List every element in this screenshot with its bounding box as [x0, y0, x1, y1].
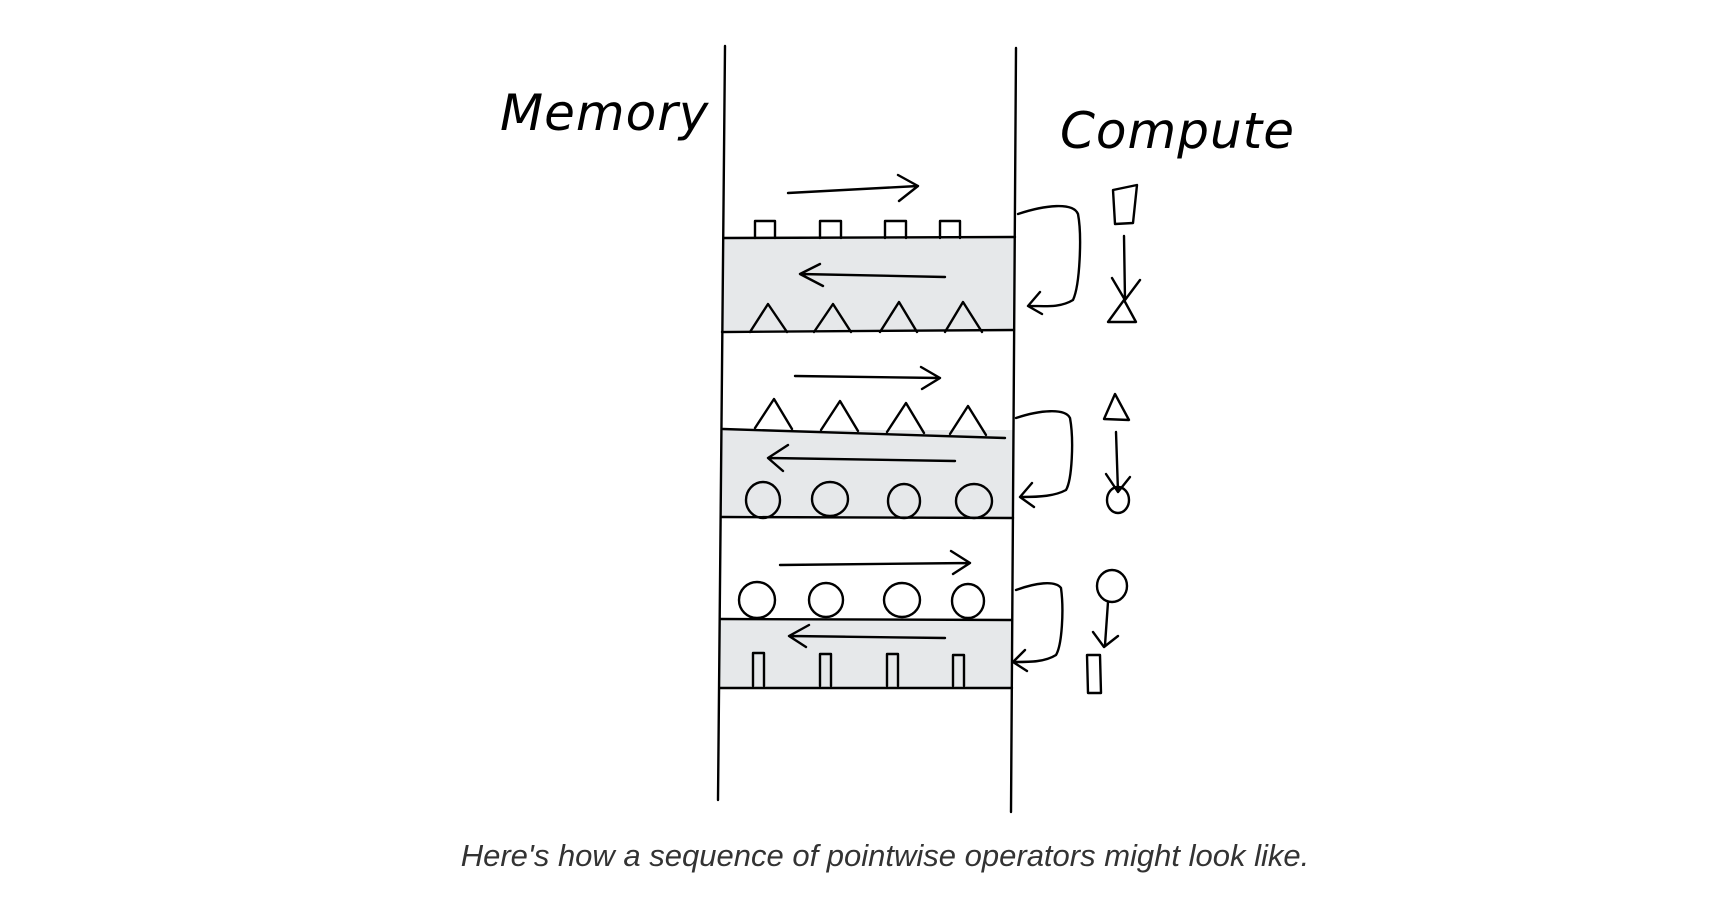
circle-item — [810, 480, 850, 518]
circle-icon — [1095, 568, 1129, 604]
write-arrow — [787, 623, 947, 649]
compute-boundary-line — [1009, 46, 1018, 814]
figure-caption: Here's how a sequence of pointwise opera… — [460, 838, 1310, 873]
circle-item — [954, 482, 994, 520]
triangle-item — [753, 397, 794, 431]
memory-compute-boundaries — [716, 44, 1018, 814]
write-arrow — [798, 262, 947, 288]
square-item — [753, 219, 777, 240]
compute-unit — [1106, 183, 1142, 324]
pointwise-operators-diagram: Memory Compute — [500, 44, 1295, 814]
stage-1 — [748, 173, 1142, 334]
down-arrow-icon — [1110, 234, 1142, 302]
circle-items — [744, 480, 994, 520]
triangle-items — [753, 397, 988, 437]
square-item — [938, 219, 962, 240]
triangle-items — [748, 300, 984, 334]
down-arrow-icon — [1104, 430, 1132, 494]
triangle-item — [812, 302, 853, 334]
circle-item — [807, 581, 845, 619]
circle-item — [744, 480, 782, 520]
square-items — [753, 219, 962, 240]
compute-unit — [1085, 568, 1129, 695]
stage-2 — [744, 365, 1132, 520]
circle-item — [886, 482, 922, 520]
row-line — [722, 235, 1017, 240]
circle-item — [882, 581, 922, 619]
bar-icon — [1085, 653, 1103, 695]
memory-rows — [718, 235, 1017, 690]
compute-loop-arrow — [1016, 204, 1082, 316]
circle-item — [737, 580, 777, 620]
circle-icon — [1105, 485, 1131, 515]
compute-label: Compute — [1060, 102, 1295, 160]
stage-3 — [737, 549, 1129, 695]
triangle-icon — [1106, 298, 1138, 324]
square-icon — [1111, 183, 1139, 226]
memory-boundary-line — [716, 44, 727, 802]
bar-item — [751, 651, 766, 688]
memory-band-1 — [722, 238, 1014, 330]
triangle-item — [878, 300, 919, 334]
memory-band-2 — [722, 430, 1014, 517]
read-arrow — [778, 549, 972, 576]
memory-bands — [720, 238, 1014, 688]
write-arrow — [766, 443, 957, 473]
bar-item — [818, 652, 833, 688]
square-item — [883, 219, 908, 240]
triangle-item — [943, 300, 984, 334]
memory-label: Memory — [500, 84, 710, 142]
triangle-item — [885, 401, 926, 435]
circle-items — [737, 580, 986, 620]
bar-item — [885, 652, 900, 688]
triangle-icon — [1102, 392, 1131, 422]
compute-loop-arrow — [1011, 582, 1064, 673]
square-item — [818, 219, 843, 240]
bar-items — [751, 651, 966, 688]
circle-item — [950, 582, 986, 620]
read-arrow — [786, 173, 920, 203]
row-line — [721, 427, 1007, 440]
triangle-item — [819, 399, 860, 433]
row-line — [720, 328, 1016, 334]
triangle-item — [748, 302, 789, 334]
row-line — [719, 617, 1014, 622]
compute-loop-arrow — [1014, 410, 1074, 509]
bar-item — [951, 653, 966, 688]
read-arrow — [793, 365, 942, 391]
down-arrow-icon — [1091, 600, 1120, 649]
compute-unit — [1102, 392, 1132, 515]
triangle-item — [948, 404, 988, 437]
